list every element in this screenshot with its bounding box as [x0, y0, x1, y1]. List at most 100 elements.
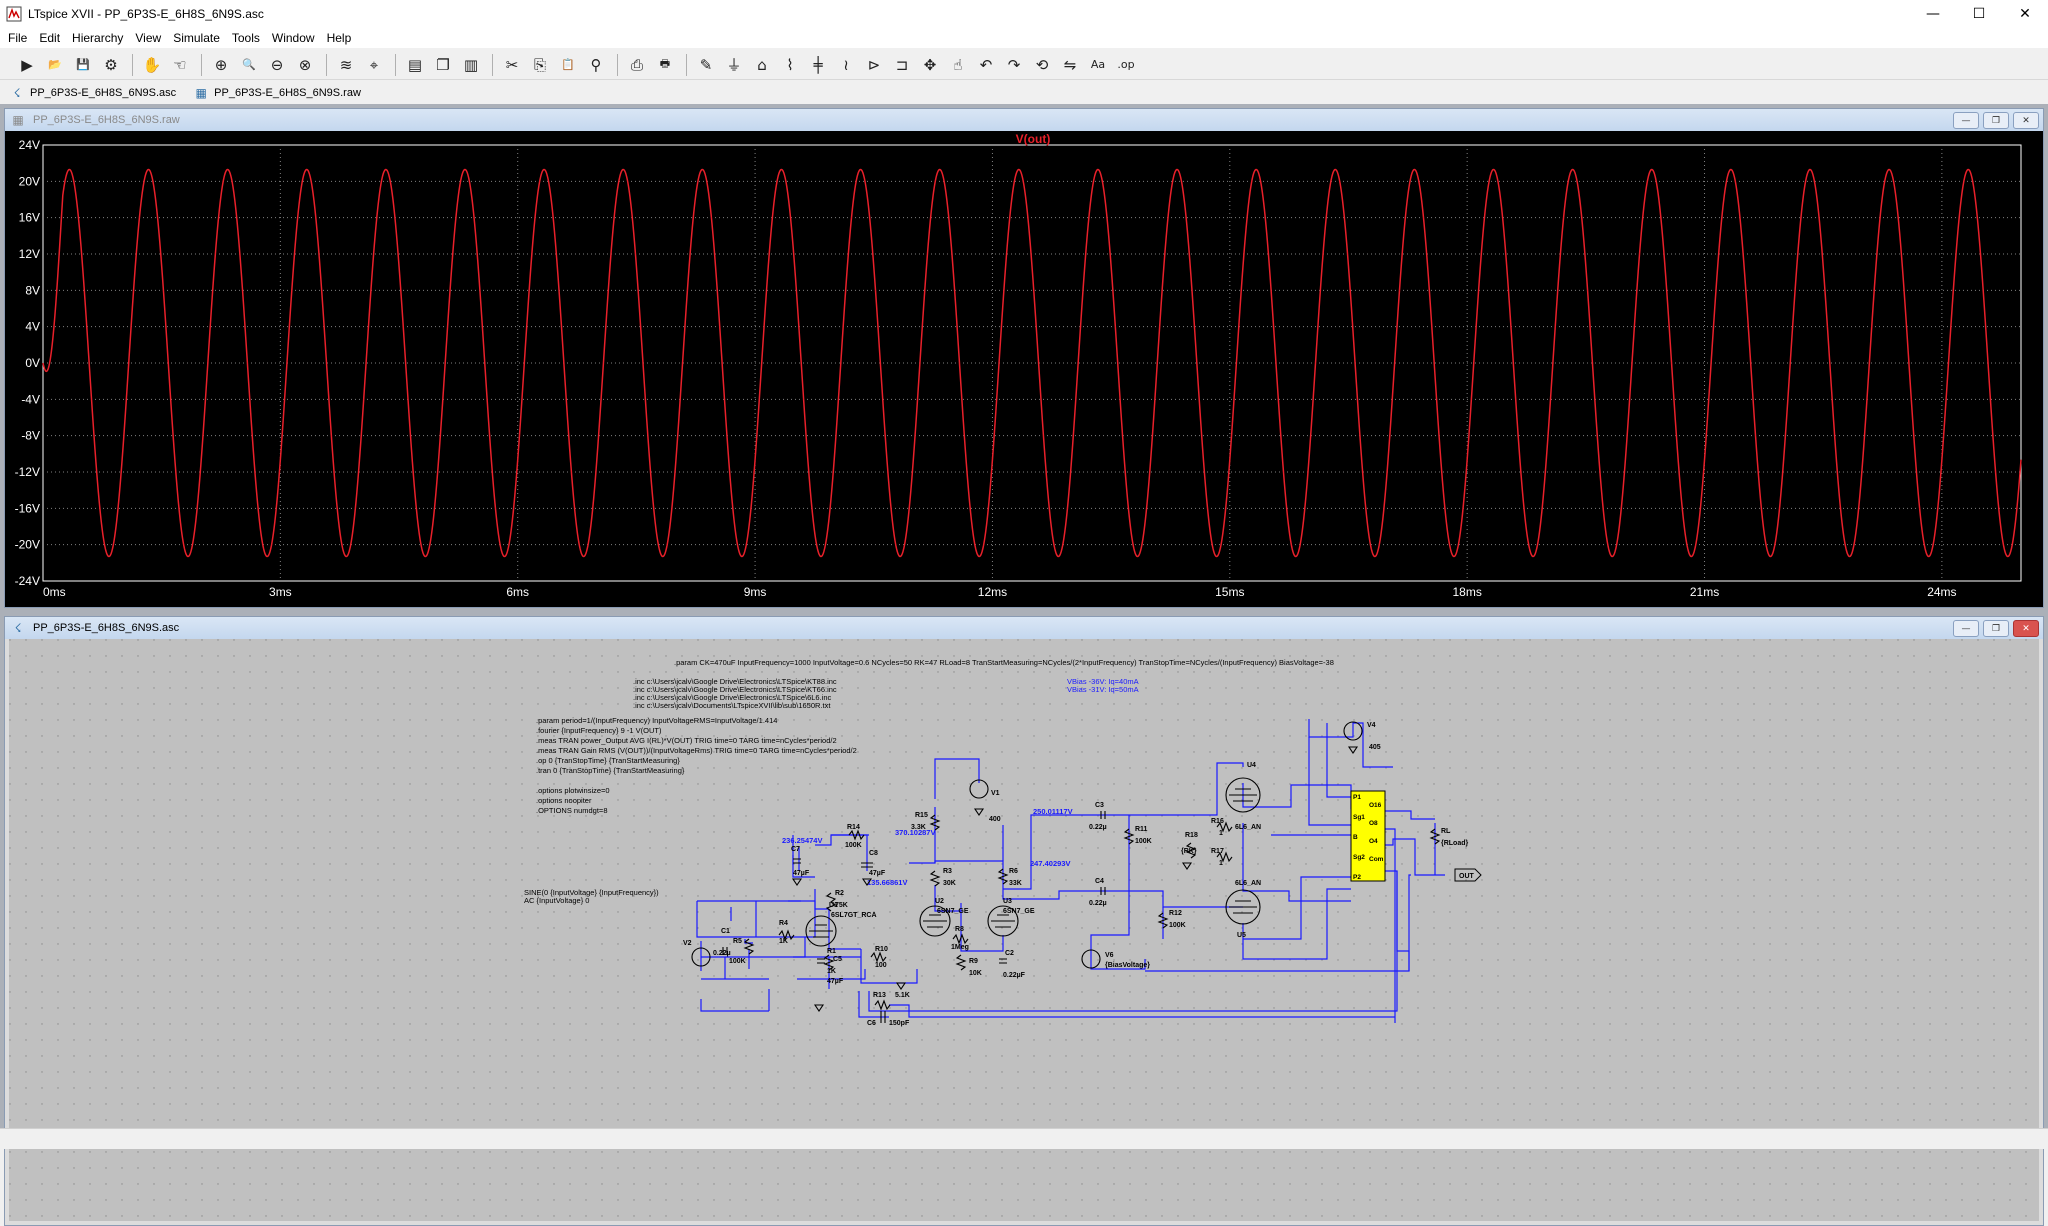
menu-help[interactable]: Help — [326, 31, 352, 45]
capacitor-c4[interactable] — [1100, 887, 1106, 895]
resistor-r13[interactable] — [874, 999, 891, 1011]
directive-2[interactable]: .fourier {InputFrequency} 9 -1 V(OUT) — [536, 726, 662, 735]
tube-u5[interactable] — [1225, 889, 1261, 925]
resistor-r10[interactable] — [870, 951, 887, 963]
copy-icon[interactable]: ⎘ — [533, 55, 546, 74]
text-icon[interactable]: Aa — [1090, 58, 1106, 71]
control-panel-icon[interactable]: ⚙ — [104, 55, 118, 74]
maximize-button[interactable]: ☐ — [1972, 6, 1986, 22]
waveform-window-titlebar[interactable]: ▦ PP_6P3S-E_6H8S_6N9S.raw — ❐ ✕ — [5, 109, 2043, 131]
resistor-rl[interactable] — [1429, 828, 1441, 845]
tube-u2[interactable] — [919, 905, 951, 937]
run-icon[interactable]: ▶ — [21, 55, 33, 74]
directive-1[interactable]: .param period=1/(InputFrequency) InputVo… — [536, 716, 777, 725]
trace-vout[interactable] — [42, 168, 2022, 558]
menu-hierarchy[interactable]: Hierarchy — [72, 31, 124, 45]
pick-trace-icon[interactable]: ⌖ — [369, 55, 379, 74]
inductor-icon[interactable]: ≀ — [843, 55, 849, 74]
directive-5[interactable]: .op 0 {TranStopTime} {TranStartMeasuring… — [536, 756, 680, 765]
waveform-close-button[interactable]: ✕ — [2013, 112, 2039, 129]
close-button[interactable]: ✕ — [2019, 6, 2031, 22]
drag-icon[interactable]: ☝ — [953, 55, 963, 74]
directive-3[interactable]: .meas TRAN power_Output AVG I(RL)*V(OUT)… — [536, 736, 837, 745]
tile-horizontal-icon[interactable]: ▤ — [407, 55, 423, 74]
schematic-drawing[interactable]: .param CK=470uF InputFrequency=1000 Inpu… — [9, 639, 2039, 1219]
waveform-restore-button[interactable]: ❐ — [1983, 112, 2009, 129]
capacitor-c2[interactable] — [999, 958, 1007, 964]
schematic-close-button[interactable]: ✕ — [2013, 620, 2039, 637]
source-v4[interactable] — [1343, 721, 1363, 741]
trace-label-vout[interactable]: V(out) — [1016, 132, 1051, 146]
output-transformer[interactable] — [1350, 790, 1386, 882]
inc-directive-4[interactable]: .inc c:\Users\jcalv\Documents\LTspiceXVI… — [633, 701, 831, 710]
menu-file[interactable]: File — [8, 31, 28, 45]
directive-9[interactable]: .options noopiter — [536, 796, 592, 805]
schematic-minimize-button[interactable]: — — [1953, 620, 1979, 637]
rotate-icon[interactable]: ⟲ — [1035, 55, 1049, 74]
directive-6[interactable]: .tran 0 {TranStopTime} {TranStartMeasuri… — [536, 766, 685, 775]
schematic-window[interactable]: ☇ PP_6P3S-E_6H8S_6N9S.asc — ❐ ✕ .pa — [4, 616, 2044, 1226]
zoom-area-icon[interactable]: 🔍 — [242, 58, 256, 71]
cascade-icon[interactable]: ❐ — [436, 55, 450, 74]
schematic-restore-button[interactable]: ❐ — [1983, 620, 2009, 637]
menu-window[interactable]: Window — [271, 31, 315, 45]
capacitor-c6[interactable] — [880, 1011, 886, 1023]
tube-u4[interactable] — [1225, 777, 1261, 813]
pan-icon[interactable]: ☜ — [173, 55, 187, 74]
resistor-r2[interactable] — [825, 892, 837, 912]
redo-icon[interactable]: ↷ — [1007, 55, 1021, 74]
resistor-r9[interactable] — [955, 954, 967, 971]
capacitor-c3[interactable] — [1100, 811, 1106, 819]
directive-10[interactable]: .OPTIONS numdgt=8 — [536, 806, 608, 815]
autorange-icon[interactable]: ≋ — [339, 55, 353, 74]
waveform-minimize-button[interactable]: — — [1953, 112, 1979, 129]
move-icon[interactable]: ✥ — [923, 55, 937, 74]
inc-directive-3[interactable]: .inc c:\Users\jcalv\Google Drive\Electro… — [633, 693, 832, 702]
capacitor-c5[interactable] — [817, 958, 825, 964]
mirror-icon[interactable]: ⇋ — [1063, 55, 1077, 74]
capacitor-icon[interactable]: ╪ — [813, 55, 823, 74]
capacitor-c8[interactable] — [861, 862, 873, 868]
halt-icon[interactable]: ✋ — [142, 55, 162, 74]
source-v6[interactable] — [1081, 949, 1101, 969]
source-v1[interactable] — [969, 779, 989, 799]
resistor-r6[interactable] — [997, 868, 1009, 885]
components[interactable] — [691, 721, 1441, 1023]
resistor-r4[interactable] — [778, 929, 795, 941]
diode-icon[interactable]: ⊳ — [867, 55, 881, 74]
param-directive[interactable]: .param CK=470uF InputFrequency=1000 Inpu… — [674, 658, 1334, 667]
capacitor-c7[interactable] — [793, 858, 801, 864]
label-net-icon[interactable]: ⌂ — [757, 55, 767, 74]
inc-directive-1[interactable]: .inc c:\Users\jcalv\Google Drive\Electro… — [633, 677, 837, 686]
tile-vertical-icon[interactable]: ▥ — [463, 55, 479, 74]
undo-icon[interactable]: ↶ — [979, 55, 993, 74]
menu-view[interactable]: View — [135, 31, 162, 45]
resistor-r18[interactable] — [1185, 842, 1197, 859]
resistor-r1[interactable] — [823, 954, 835, 971]
menu-simulate[interactable]: Simulate — [173, 31, 220, 45]
directive-8[interactable]: .options plotwinsize=0 — [536, 786, 610, 795]
minimize-button[interactable]: — — [1926, 6, 1940, 22]
save-icon[interactable]: 💾 — [76, 58, 90, 71]
resistor-r8[interactable] — [952, 933, 969, 945]
directive-4[interactable]: .meas TRAN Gain RMS (V(OUT))/(InputVolta… — [536, 746, 857, 755]
resistor-r17[interactable] — [1216, 851, 1233, 863]
cut-icon[interactable]: ✂ — [505, 55, 519, 74]
capacitor-c1[interactable] — [722, 947, 728, 955]
schematic-window-titlebar[interactable]: ☇ PP_6P3S-E_6H8S_6N9S.asc — ❐ ✕ — [5, 617, 2043, 639]
inc-directive-2[interactable]: .inc c:\Users\jcalv\Google Drive\Electro… — [633, 685, 837, 694]
wires[interactable] — [696, 719, 1445, 1023]
tube-u1[interactable] — [805, 915, 837, 947]
open-icon[interactable]: 📂 — [48, 58, 62, 71]
zoom-fit-icon[interactable]: ⊗ — [298, 55, 312, 74]
resistor-r16[interactable] — [1216, 821, 1233, 833]
print-icon[interactable]: ⎙ — [630, 55, 643, 74]
draw-wire-icon[interactable]: ✎ — [699, 55, 713, 74]
resistor-r12[interactable] — [1157, 912, 1169, 929]
source-spec-2[interactable]: AC {InputVoltage} 0 — [524, 896, 589, 905]
schematic-canvas[interactable]: .param CK=470uF InputFrequency=1000 Inpu… — [9, 639, 2039, 1221]
menu-tools[interactable]: Tools — [231, 31, 260, 45]
